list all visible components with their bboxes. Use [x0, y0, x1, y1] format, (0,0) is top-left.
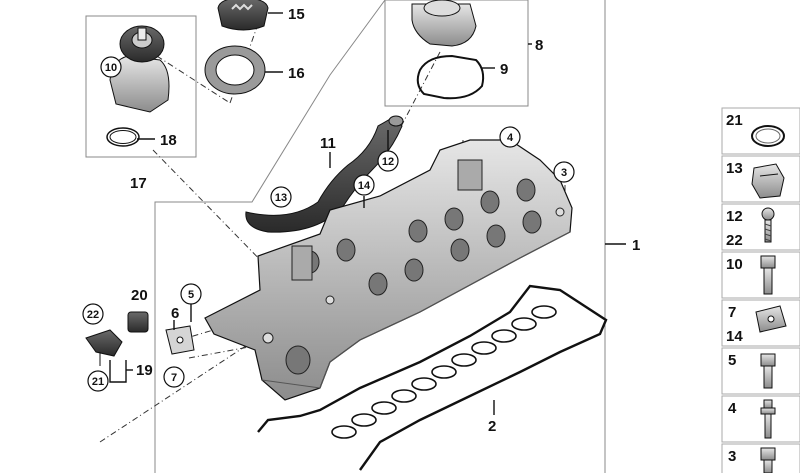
svg-text:13: 13: [275, 192, 287, 204]
svg-text:3: 3: [561, 167, 567, 179]
callout-18: 18: [160, 132, 177, 149]
legend-label-12: 12: [726, 208, 743, 225]
inset-box-8: [384, 0, 529, 107]
sensor-part-19: [85, 329, 123, 366]
callout-11: 11: [320, 135, 336, 152]
callout-circle-4: 4: [499, 126, 521, 148]
inset-box-17: [85, 15, 197, 158]
hose-part-11: [245, 115, 404, 233]
callout-2: 2: [488, 418, 496, 435]
parts-legend: 21 13 12 22 10 7 14 5 4 3: [721, 107, 800, 473]
legend-clipnut-icon: [755, 305, 787, 333]
legend-screw-icon: [761, 207, 775, 243]
legend-bolt-3-icon: [760, 447, 776, 473]
callout-1: 1: [632, 237, 640, 254]
main-frame-top: [154, 0, 386, 473]
callout-circle-5: 5: [180, 283, 202, 305]
callout-circle-22: 22: [82, 303, 104, 325]
callout-8: 8: [535, 37, 543, 54]
svg-text:5: 5: [188, 289, 194, 301]
legend-clip-icon: [751, 163, 785, 199]
callout-circle-10: 10: [100, 56, 122, 78]
callout-17: 17: [130, 175, 147, 192]
callout-circle-14: 14: [353, 174, 375, 196]
callout-19: 19: [136, 362, 153, 379]
legend-label-5: 5: [728, 352, 736, 369]
legend-label-3: 3: [728, 448, 736, 465]
callout-circle-7: 7: [163, 366, 185, 388]
callout-circle-12: 12: [377, 150, 399, 172]
legend-label-10: 10: [726, 256, 743, 273]
bracket-part-6: [165, 325, 195, 355]
cylinder-head-cover-part-1: [204, 139, 573, 401]
seal-ring-part-16: [204, 45, 266, 95]
callout-6: 6: [171, 305, 179, 322]
gasket-part-2: [257, 284, 608, 471]
svg-text:14: 14: [358, 180, 371, 192]
diagram-frames: [85, 0, 606, 473]
valve-part-8: [411, 0, 477, 47]
callout-circle-13: 13: [270, 186, 292, 208]
callout-9: 9: [500, 61, 508, 78]
legend-label-14: 14: [726, 328, 743, 345]
cap-part-15: [217, 0, 269, 31]
legend-label-7: 7: [728, 304, 736, 321]
svg-text:12: 12: [382, 156, 394, 168]
legend-label-21: 21: [726, 112, 743, 129]
legend-oring-icon: [751, 125, 785, 147]
callout-circle-3: 3: [553, 161, 575, 183]
svg-text:10: 10: [105, 62, 117, 74]
svg-text:4: 4: [507, 132, 514, 144]
callout-20: 20: [131, 287, 148, 304]
legend-label-13: 13: [726, 160, 743, 177]
svg-text:21: 21: [92, 376, 104, 388]
callout-15: 15: [288, 6, 305, 23]
callout-circle-21: 21: [87, 370, 109, 392]
filler-neck-part-17: [109, 25, 170, 113]
svg-text:7: 7: [171, 372, 177, 384]
gasket-part-9: [416, 54, 485, 100]
circled-callouts: 10 12 13 14 4 3 5 7: [82, 56, 575, 392]
callout-labels: 15 16 18 17 8 9 11 1 2 20 6 19: [130, 6, 640, 435]
legend-bolt-5-icon: [760, 353, 776, 389]
legend-bolt-10-icon: [760, 255, 776, 295]
legend-label-22: 22: [726, 232, 743, 249]
sensor-part-20: [127, 311, 149, 333]
leader-lines: [137, 12, 626, 415]
o-ring-part-18: [106, 127, 140, 147]
callout-bracket-19: [109, 360, 133, 383]
svg-text:22: 22: [87, 309, 99, 321]
legend-label-4: 4: [728, 400, 737, 417]
callout-16: 16: [288, 65, 305, 82]
legend-stud-icon: [760, 399, 776, 439]
